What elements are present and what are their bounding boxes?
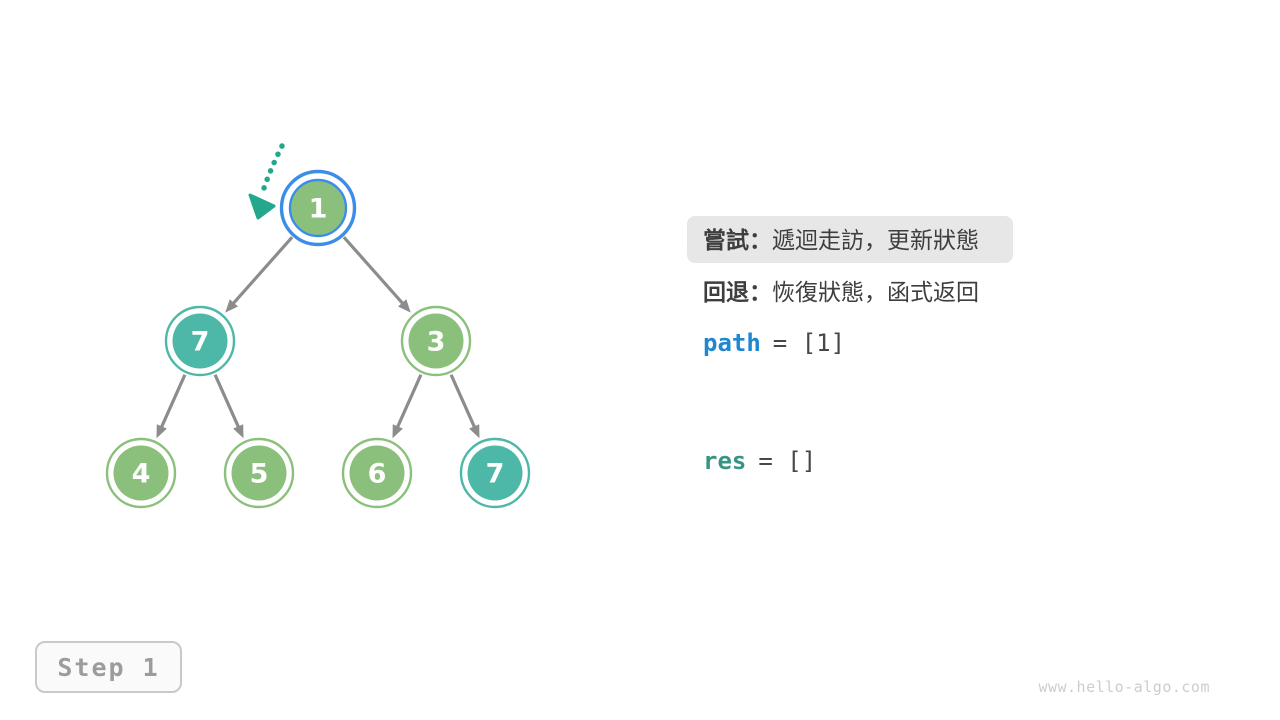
current-pointer-dotted-line: [260, 143, 285, 194]
tree-edge-arrowhead-icon: [392, 424, 403, 439]
tree-node-7: 7: [459, 437, 531, 509]
binary-tree-diagram: 1 7 3 4 5 6 7: [105, 143, 531, 509]
tree-edge-arrowhead-icon: [398, 299, 411, 313]
path-variable: path = [1]: [703, 329, 845, 357]
node-value-label: 4: [132, 459, 151, 490]
node-circle: [467, 445, 523, 501]
tree-edge-arrowhead-icon: [225, 299, 238, 313]
tree-node-3: 3: [400, 305, 472, 377]
current-pointer-arrowhead-icon: [248, 193, 276, 220]
node-circle: [349, 445, 405, 501]
tree-edge-arrowhead-icon: [156, 424, 167, 439]
retreat-note-text: 恢復狀態，函式返回: [772, 279, 979, 305]
node-circle: [231, 445, 287, 501]
tree-edge: [213, 374, 241, 430]
tree-node-7: 7: [164, 305, 236, 377]
tree-node-6: 6: [341, 437, 413, 509]
node-circle: [288, 178, 348, 238]
node-value-label: 6: [368, 459, 387, 490]
node-value-label: 3: [427, 327, 446, 358]
node-circle: [113, 445, 169, 501]
retreat-note-label: 回退：: [703, 279, 772, 305]
path-variable-name: path: [703, 329, 761, 357]
try-note-label: 嘗試：: [703, 226, 772, 253]
tree-edge: [449, 374, 477, 430]
tree-edge-arrowhead-icon: [469, 424, 480, 439]
node-value-label: 5: [250, 459, 269, 490]
tree-edge: [395, 374, 423, 430]
try-note-text: 遞迴走訪，更新狀態: [772, 226, 979, 253]
node-circle: [408, 313, 464, 369]
step-badge: Step 1: [35, 641, 182, 693]
tree-node-4: 4: [105, 437, 177, 509]
node-value-label: 1: [309, 194, 328, 225]
tree-edge: [159, 374, 187, 430]
res-variable: res = []: [703, 447, 816, 475]
tree-edge-arrowhead-icon: [233, 424, 244, 439]
watermark: www.hello-algo.com: [1038, 678, 1210, 696]
path-variable-value: = [1]: [772, 329, 846, 357]
tree-node-5: 5: [223, 437, 295, 509]
try-note: 嘗試：遞迴走訪，更新狀態: [687, 216, 1013, 263]
node-value-label: 7: [191, 327, 210, 358]
res-variable-value: = []: [758, 447, 817, 475]
node-value-label: 7: [486, 459, 505, 490]
node-circle: [172, 313, 228, 369]
tree-edge: [230, 236, 294, 307]
res-variable-name: res: [703, 447, 747, 475]
tree-node-1: 1: [279, 169, 357, 247]
tree-edge: [342, 236, 406, 307]
retreat-note: 回退：恢復狀態，函式返回: [703, 278, 979, 306]
